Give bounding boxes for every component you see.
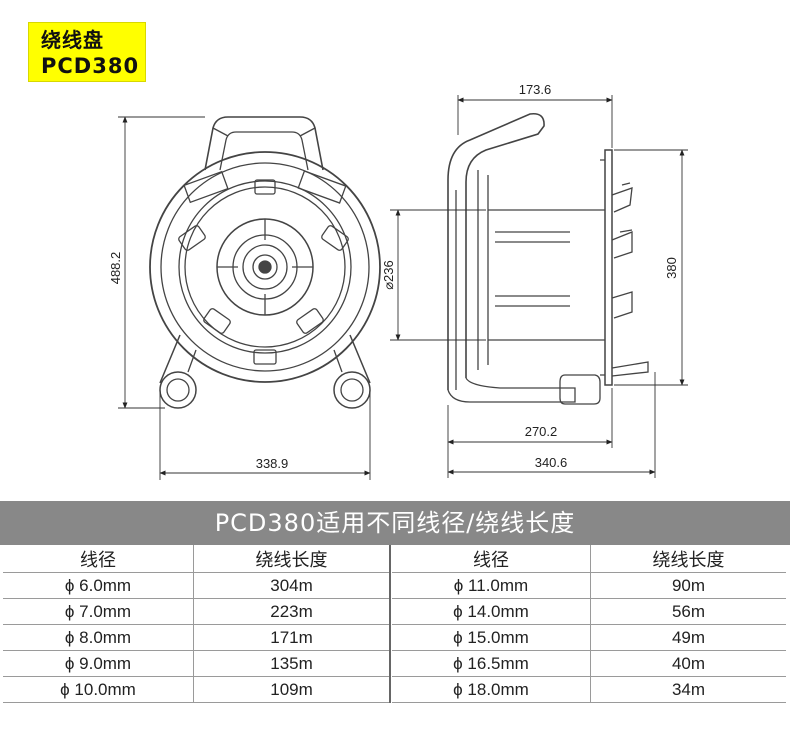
table-header-row: 线径 绕线长度 (3, 545, 390, 573)
header-length: 绕线长度 (193, 545, 390, 573)
cell-length: 40m (590, 650, 786, 677)
table-title: PCD380适用不同线径/绕线长度 (0, 501, 790, 545)
technical-drawing: 488.2 338.9 (108, 82, 688, 480)
cell-diameter: ϕ 9.0mm (3, 650, 194, 677)
header-diameter: 线径 (392, 545, 591, 573)
cell-length: 171m (193, 624, 390, 651)
dim-drum-diameter: ⌀236 (381, 260, 396, 290)
cell-diameter: ϕ 8.0mm (3, 624, 194, 651)
cell-length: 56m (590, 598, 786, 625)
cell-length: 34m (590, 676, 786, 703)
cell-diameter: ϕ 15.0mm (392, 624, 591, 651)
product-model: PCD380 (41, 54, 140, 78)
cell-diameter: ϕ 7.0mm (3, 598, 194, 625)
table-header-row: 线径 绕线长度 (392, 545, 786, 573)
dim-side-width: 340.6 (535, 455, 568, 470)
side-view (447, 112, 649, 405)
dim-inner-width: 270.2 (525, 424, 558, 439)
product-title: 绕线盘 (41, 28, 104, 52)
cell-length: 304m (193, 572, 390, 599)
dim-side-height: 380 (664, 257, 679, 279)
cell-diameter: ϕ 11.0mm (392, 572, 591, 599)
side-dimensions (390, 95, 688, 478)
cell-diameter: ϕ 14.0mm (392, 598, 591, 625)
cell-diameter: ϕ 10.0mm (3, 676, 194, 703)
header-length: 绕线长度 (590, 545, 786, 573)
dim-front-height: 488.2 (108, 252, 123, 285)
cell-length: 223m (193, 598, 390, 625)
cell-diameter: ϕ 16.5mm (392, 650, 591, 677)
front-view (149, 116, 381, 409)
front-dimensions (118, 116, 371, 480)
cell-diameter: ϕ 6.0mm (3, 572, 194, 599)
product-badge: 绕线盘 PCD380 (28, 22, 146, 82)
cell-length: 135m (193, 650, 390, 677)
cell-length: 49m (590, 624, 786, 651)
cell-diameter: ϕ 18.0mm (392, 676, 591, 703)
cell-length: 90m (590, 572, 786, 599)
dim-front-width: 338.9 (256, 456, 289, 471)
header-diameter: 线径 (3, 545, 194, 573)
dim-top-width: 173.6 (519, 82, 552, 97)
cell-length: 109m (193, 676, 390, 703)
